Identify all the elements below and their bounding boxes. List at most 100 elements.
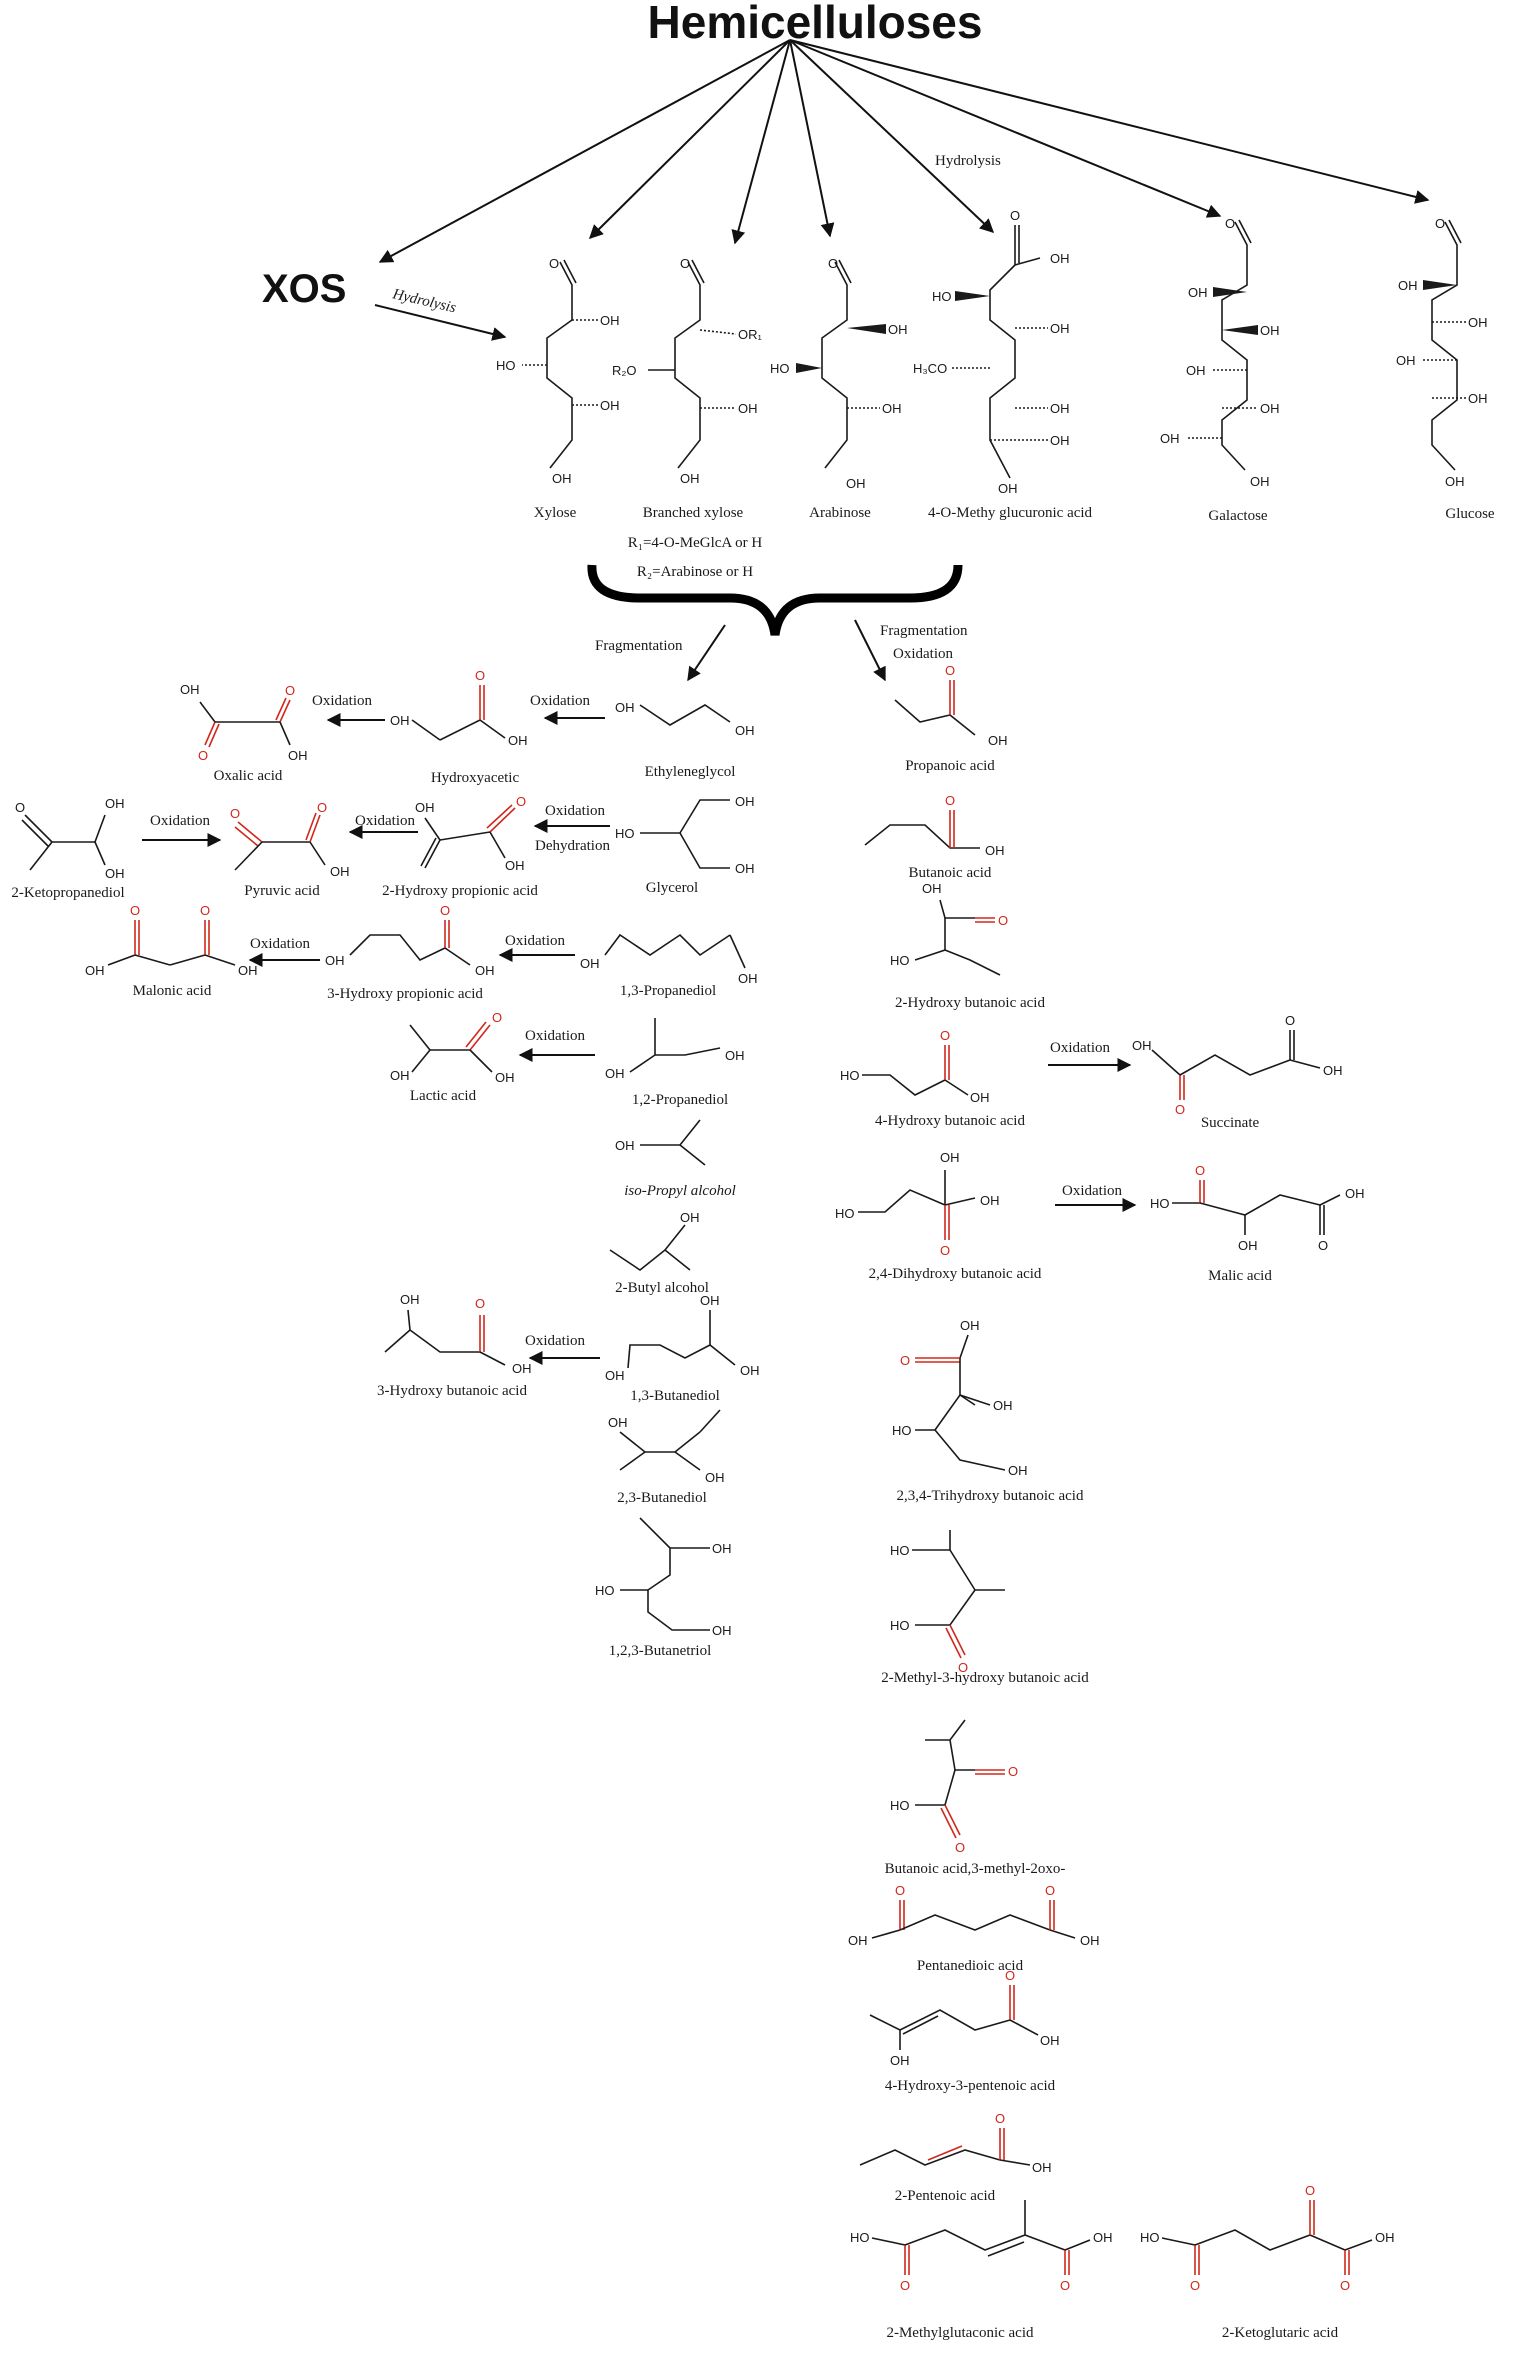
atoms-o: O (492, 1010, 502, 1025)
atoms-oh: OH (400, 1292, 420, 1307)
fragmentation-label-left: Fragmentation (595, 638, 683, 654)
molecule-trihydroxy-butanoic: OH O OH HO OH 2,3,4-Trihydroxy butanoic … (892, 1318, 1084, 1504)
molecule-methyl-hydroxy-butanoic: HO HO O 2-Methyl-3-hydroxy butanoic acid (881, 1530, 1089, 1686)
label-ethyleneglycol: Ethyleneglycol (645, 764, 736, 780)
label-butanetriol: 1,2,3-Butanetriol (609, 1643, 711, 1659)
atoms-oh: OH (888, 322, 908, 337)
processes-oxidation: Oxidation (545, 803, 605, 819)
atoms-oh: OH (846, 476, 866, 491)
label-ketoglutaric-acid: 2-Ketoglutaric acid (1222, 2325, 1339, 2341)
atoms-ho: HO (1150, 1196, 1170, 1211)
xos-label: XOS (262, 267, 346, 311)
atoms-or1: OR₁ (738, 327, 763, 342)
atoms-o: O (1175, 1102, 1185, 1117)
atoms-oh: OH (615, 700, 635, 715)
atoms-oh: OH (1445, 474, 1465, 489)
atoms-oh: OH (1188, 285, 1208, 300)
atoms-oh: OH (970, 1090, 990, 1105)
atoms-o: O (475, 668, 485, 683)
atoms-o: O (945, 793, 955, 808)
atoms-oh: OH (1323, 1063, 1343, 1078)
processes-oxidation: Oxidation (355, 813, 415, 829)
atoms-o: O (958, 1660, 968, 1675)
atoms-oh: OH (1238, 1238, 1258, 1253)
atoms-oh: OH (998, 481, 1018, 496)
atoms-oh: OH (105, 796, 125, 811)
atoms-oh: OH (1050, 433, 1070, 448)
atoms-oh: OH (940, 1150, 960, 1165)
atoms-ho: HO (850, 2230, 870, 2245)
atoms-oh: OH (615, 1138, 635, 1153)
molecule-methylglutaconic-acid: HO O O OH 2-Methylglutaconic acid (850, 2200, 1113, 2341)
molecule-ketopropanediol: O OH OH 2-Ketopropanediol (11, 796, 124, 901)
atoms-oh: OH (330, 864, 350, 879)
atoms-oh: OH (1050, 401, 1070, 416)
atoms-o: O (130, 903, 140, 918)
label-glucose: Glucose (1445, 506, 1494, 522)
atoms-oh: OH (882, 401, 902, 416)
atoms-o: O (940, 1028, 950, 1043)
atoms-ho: HO (595, 1583, 615, 1598)
atoms-o: O (945, 663, 955, 678)
atoms-r2o: R₂O (612, 363, 637, 378)
label-butyl-alcohol: 2-Butyl alcohol (615, 1280, 709, 1296)
molecule-methyl-oxo-butanoic: O HO O Butanoic acid,3-methyl-2oxo- (885, 1719, 1065, 1877)
atoms-oh: OH (1008, 1463, 1028, 1478)
atoms-oh: OH (680, 471, 700, 486)
molecule-hydroxy-butanoic-3: OH O OH 3-Hydroxy butanoic acid (377, 1292, 531, 1399)
processes-oxidation: Oxidation (505, 933, 565, 949)
label-galactose: Galactose (1208, 508, 1267, 524)
molecule-isopropyl-alcohol: OH iso-Propyl alcohol (615, 1119, 736, 1199)
molecule-hydroxy-propionic-3: OH O OH 3-Hydroxy propionic acid (325, 903, 495, 1002)
atoms-o: O (1340, 2278, 1350, 2293)
oxidation-label-right: Oxidation (893, 646, 953, 662)
atoms-oh: OH (512, 1361, 532, 1376)
atoms-o: O (1318, 1238, 1328, 1253)
atoms-o: O (1010, 208, 1020, 223)
label-butanoic-acid: Butanoic acid (909, 865, 992, 881)
atoms-o: O (440, 903, 450, 918)
atoms-ho: HO (932, 289, 952, 304)
atoms-o: O (1285, 1013, 1295, 1028)
label-lactic-acid: Lactic acid (410, 1088, 477, 1104)
molecule-hydroxy-butanoic-2: OH O HO 2-Hydroxy butanoic acid (890, 881, 1045, 1011)
label-hydroxy-butanoic-4: 4-Hydroxy butanoic acid (875, 1113, 1025, 1129)
atoms-oh: OH (1160, 431, 1180, 446)
molecule-butanediol-13: OH OH OH 1,3-Butanediol (605, 1293, 760, 1404)
atoms-ho: HO (770, 361, 790, 376)
atoms-oh: OH (552, 471, 572, 486)
label-succinate: Succinate (1201, 1115, 1260, 1131)
atoms-oh: OH (735, 861, 755, 876)
atoms-oh: OH (1186, 363, 1206, 378)
atoms-o: O (15, 800, 25, 815)
atoms-oh: OH (415, 800, 435, 815)
atoms-oh: OH (1375, 2230, 1395, 2245)
atoms-o: O (285, 683, 295, 698)
atoms-oh: OH (735, 723, 755, 738)
molecule-propanediol-13: OH OH 1,3-Propanediol (580, 933, 758, 999)
molecule-oxalic-acid: OH O O OH Oxalic acid (180, 682, 308, 784)
atoms-oh: OH (705, 1470, 725, 1485)
atoms-ho: HO (496, 358, 516, 373)
molecule-glycerol: HO OH OH Glycerol (615, 794, 755, 896)
label-hydroxy-pentenoic: 4-Hydroxy-3-pentenoic acid (885, 2078, 1056, 2094)
label-ketopropanediol: 2-Ketopropanediol (11, 885, 124, 901)
atoms-o: O (1060, 2278, 1070, 2293)
atoms-oh: OH (980, 1193, 1000, 1208)
atoms-o: O (1005, 1968, 1015, 1983)
molecule-propanoic-acid: O OH Propanoic acid (894, 663, 1008, 774)
atoms-oh: OH (1260, 323, 1280, 338)
label-trihydroxy-butanoic: 2,3,4-Trihydroxy butanoic acid (897, 1488, 1084, 1504)
molecule-hydroxy-propionic-2: OH O OH 2-Hydroxy propionic acid (382, 794, 538, 899)
atoms-ho: HO (890, 953, 910, 968)
processes-oxidation: Oxidation (250, 936, 310, 952)
atoms-ho: HO (890, 1798, 910, 1813)
label-hydroxyacetic: Hydroxyacetic (431, 770, 520, 786)
label-butanediol-23: 2,3-Butanediol (617, 1490, 707, 1506)
atoms-oh: OH (890, 2053, 910, 2068)
label-r2: R₂=Arabinose or H (637, 564, 753, 580)
atoms-oh: OH (848, 1933, 868, 1948)
atoms-ho: HO (840, 1068, 860, 1083)
atoms-oh: OH (600, 313, 620, 328)
atoms-ho: HO (890, 1543, 910, 1558)
